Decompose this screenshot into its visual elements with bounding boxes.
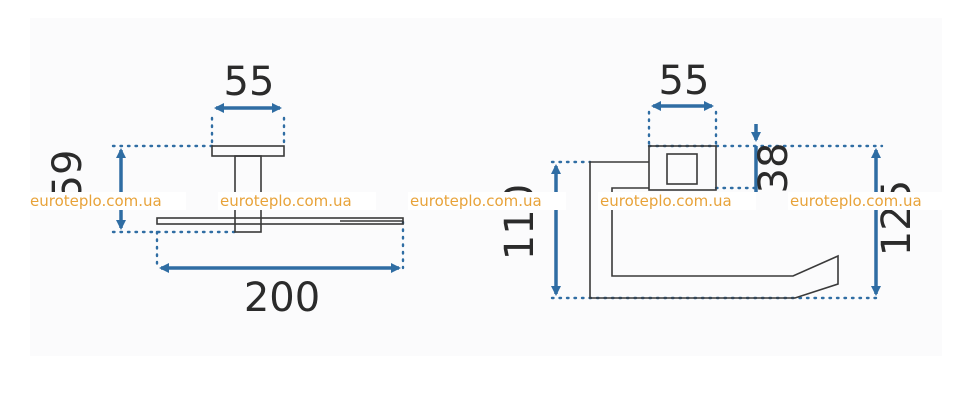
- watermark-bg-4: [598, 192, 756, 210]
- label-200: 200: [244, 275, 320, 321]
- left-view: 55 59 200: [45, 59, 405, 321]
- label-59: 59: [45, 150, 91, 201]
- watermark-text-3: euroteplo.com.ua: [410, 192, 542, 210]
- left-extension-lines: [111, 116, 405, 270]
- left-object: [156, 145, 404, 233]
- watermark-text-2: euroteplo.com.ua: [220, 192, 352, 210]
- right-view: 55 38 110 125: [497, 58, 920, 300]
- label-55-left: 55: [224, 59, 275, 105]
- drawing-panel: [30, 18, 942, 356]
- mounting-plate: [211, 145, 285, 157]
- left-dimension-arrows: [116, 103, 401, 273]
- watermark-text-5: euroteplo.com.ua: [790, 192, 922, 210]
- label-55-right: 55: [659, 58, 710, 104]
- watermark-bg-3: [408, 192, 566, 210]
- watermark-bg-2: [218, 192, 376, 210]
- watermark-bg-1: [28, 192, 186, 210]
- mount-inner-square: [666, 153, 698, 185]
- watermark-bg-5: [788, 192, 946, 210]
- wall-mount-block: [648, 145, 717, 191]
- right-dimension-arrows: [551, 101, 881, 296]
- holder-arm: [589, 161, 839, 299]
- right-object: [589, 145, 839, 299]
- watermarks: euroteplo.com.ua euroteplo.com.ua eurote…: [28, 192, 946, 210]
- label-38: 38: [751, 143, 797, 194]
- watermark-text-1: euroteplo.com.ua: [30, 192, 162, 210]
- watermark-text-4: euroteplo.com.ua: [600, 192, 732, 210]
